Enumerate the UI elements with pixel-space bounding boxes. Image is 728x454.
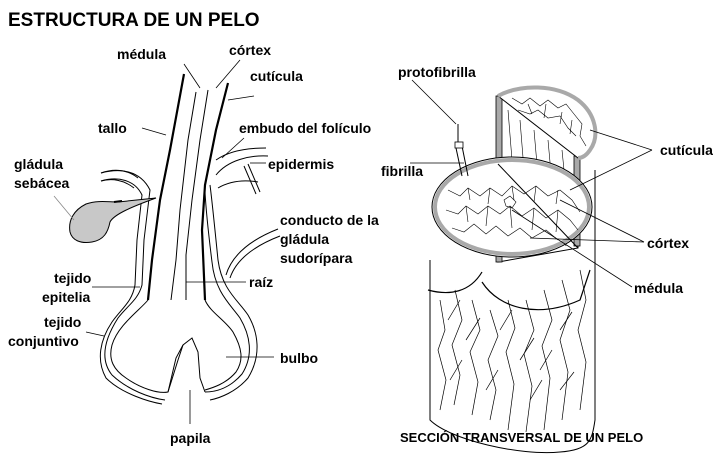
disk-cut-line (497, 163, 579, 249)
sweat-duct-inner (229, 235, 281, 279)
leader-sebacea (53, 195, 75, 221)
cylinder-outline (429, 170, 596, 454)
label-bulbo: bulbo (280, 350, 319, 366)
label-cuticula: cutícula (250, 68, 303, 84)
fibrilla-cap (454, 141, 464, 149)
label-medula: médula (117, 46, 167, 62)
epidermis-duct (243, 163, 261, 195)
label-sebacea-1: gládula (14, 156, 64, 172)
epidermis-skin-line (217, 180, 259, 189)
cross-section-drawing (427, 85, 598, 454)
label-raiz: raíz (249, 274, 274, 290)
leader-cortex-1 (559, 199, 645, 243)
medulla-line-left (170, 91, 197, 301)
sebaceous-gland (69, 197, 157, 243)
label-conjuntivo-2: conjuntivo (8, 333, 79, 349)
leader-medula-right (511, 209, 633, 288)
shaft-left-edge (146, 73, 186, 301)
follicle-right-sheath-inner (204, 191, 250, 393)
label-epitelial-1: tejido (54, 270, 92, 286)
top-half-disk-cuticle (497, 85, 598, 160)
leader-cortex-2 (529, 237, 645, 243)
label-papila: papila (170, 430, 211, 446)
follicle-right-outer (215, 147, 269, 176)
main-title: ESTRUCTURA DE UN PELO (8, 10, 260, 31)
fibrilla-rod (455, 145, 469, 177)
leader-cuticula-2 (569, 149, 653, 191)
lower-curve-mid (481, 269, 591, 311)
cross-section-leader-lines (410, 79, 653, 288)
medulla-line-right (185, 89, 209, 300)
label-cortex: córtex (229, 42, 272, 58)
label-conducto-3: sudorípara (280, 250, 353, 266)
label-protofibrilla: protofibrilla (398, 64, 476, 80)
label-conducto-1: conducto de la (280, 212, 379, 228)
longitudinal-hair-drawing (69, 73, 281, 405)
leader-embudo (221, 137, 245, 159)
leader-cortex (215, 59, 241, 89)
top-disk-cells (511, 97, 587, 147)
leader-cuticula (227, 95, 255, 101)
label-cuticula-right: cutícula (660, 142, 713, 158)
follicle-left-outer (100, 170, 166, 401)
front-disk (431, 156, 593, 258)
label-epidermis: epidermis (268, 156, 335, 172)
label-conducto-2: gládula (280, 231, 330, 247)
label-fibrilla: fibrilla (381, 163, 424, 179)
label-sebacea-2: sebácea (14, 175, 70, 191)
label-epitelial-2: epitelia (42, 289, 91, 305)
cylinder-fibers (437, 269, 587, 433)
leader-cuticula-1 (589, 129, 653, 151)
label-cortex-right: córtex (647, 235, 690, 251)
sweat-duct-outer (225, 228, 279, 276)
papilla-outline (167, 337, 206, 393)
label-tallo: tallo (98, 120, 127, 136)
leader-medula (183, 63, 201, 89)
shaft-right-edge (200, 82, 230, 301)
bulb-lining-right (204, 299, 242, 391)
cross-section-title: SECCIÓN TRANSVERSAL DE UN PELO (400, 430, 644, 445)
lower-curve-left (427, 271, 483, 294)
label-medula-right: médula (634, 280, 684, 296)
front-disk-cuticle (433, 158, 591, 256)
follicle-right-sheath-outer (209, 184, 258, 401)
sebaceous-upper-lines (100, 169, 139, 189)
leader-protofibrilla (411, 79, 457, 125)
label-conjuntivo-1: tejido (44, 314, 82, 330)
front-disk-cells (445, 185, 581, 241)
leader-conjuntivo (85, 331, 105, 337)
leader-tallo (141, 127, 167, 136)
sebaceous-gland-mark (113, 200, 123, 203)
longitudinal-leader-lines (53, 59, 274, 424)
follicle-left-inner (99, 178, 163, 405)
bulb-lining-left (110, 299, 184, 393)
label-embudo: embudo del folículo (239, 120, 372, 136)
